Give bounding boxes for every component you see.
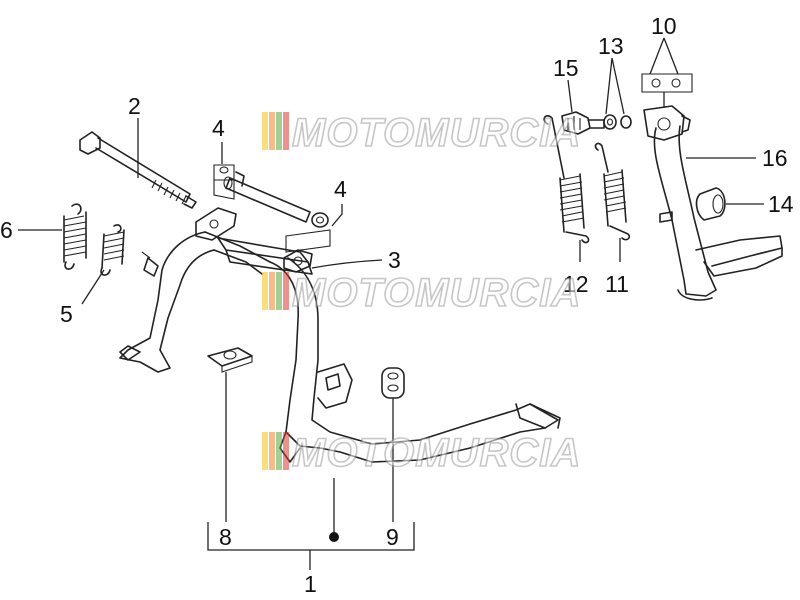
- callout-14: 14: [768, 191, 794, 217]
- callout-10: 10: [651, 13, 677, 39]
- nuts-frame-10: [641, 73, 693, 93]
- watermark-text: MOTOMURCIA: [292, 431, 581, 475]
- rubber-14: [695, 187, 726, 221]
- side-stand: [643, 105, 783, 301]
- washer-frame-lower: [285, 229, 331, 253]
- watermark-middle: MOTOMURCIA: [262, 270, 581, 316]
- pivot-bolt: [79, 131, 197, 209]
- watermark-text: MOTOMURCIA: [292, 111, 581, 155]
- center-stand: [119, 207, 561, 463]
- plate-8: [207, 347, 253, 373]
- callout-9: 9: [386, 524, 399, 550]
- stopper-9: [381, 367, 405, 399]
- callout-8: 8: [219, 524, 232, 550]
- washer-frame-upper: [213, 164, 235, 200]
- callout-4-upper: 4: [212, 115, 225, 141]
- spring-11: [594, 142, 631, 241]
- washers-13: [603, 114, 632, 130]
- watermark-bottom: MOTOMURCIA: [262, 430, 581, 476]
- watermark-text: MOTOMURCIA: [292, 271, 581, 315]
- callout-13: 13: [598, 33, 624, 59]
- callout-16: 16: [762, 145, 788, 171]
- callout-1: 1: [304, 571, 317, 597]
- callout-2: 2: [128, 93, 141, 119]
- bushing: [223, 171, 329, 228]
- callout-4-right: 4: [334, 176, 347, 202]
- callout-6: 6: [0, 217, 13, 243]
- watermark-top: MOTOMURCIA: [262, 110, 581, 156]
- callout-5: 5: [60, 301, 73, 327]
- spring-6: [63, 203, 87, 270]
- spring-12: [543, 115, 590, 244]
- callout-3: 3: [388, 247, 401, 273]
- callout-11: 11: [605, 271, 629, 297]
- callout-12: 12: [563, 271, 589, 297]
- callout-15: 15: [553, 55, 579, 81]
- leader-lines: [18, 37, 764, 570]
- spring-5: [100, 224, 125, 276]
